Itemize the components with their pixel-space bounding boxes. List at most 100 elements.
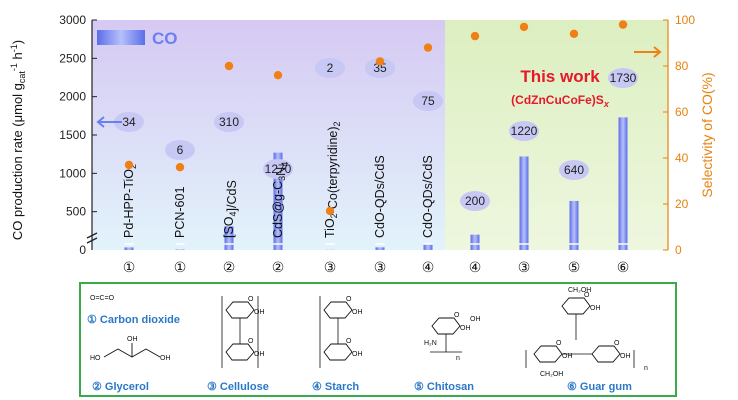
y-axis-label-right: Selectivity of CO(%) <box>699 72 715 197</box>
chitosan-ring <box>431 317 461 335</box>
bar-co <box>519 156 529 250</box>
bar-value-bubble <box>114 112 144 132</box>
chem-label: O <box>248 338 254 345</box>
starch-ring <box>323 301 353 319</box>
bar-co <box>375 247 385 250</box>
cellulose-bonds <box>221 296 259 368</box>
right-tick-label: 60 <box>675 105 689 119</box>
bar-value-label: 6 <box>177 143 184 157</box>
category-label: ② <box>223 260 236 276</box>
right-tick-label: 80 <box>675 59 689 73</box>
bar-value-label: 310 <box>219 115 239 129</box>
catalyst-label: CdO-QDs/CdS <box>373 155 387 238</box>
y-axis-label-left: CO production rate (μmol gcat-1 h-1) <box>9 40 27 240</box>
category-label: ⑥ <box>617 260 630 276</box>
chitosan-bonds <box>430 334 462 353</box>
chem-label: n <box>456 355 460 362</box>
annotation-this-work: This work <box>520 67 600 86</box>
catalyst-label: PCN-601 <box>173 187 187 238</box>
substrate-label: ① Carbon dioxide <box>87 314 180 326</box>
chem-label: O <box>346 338 352 345</box>
bar-value-bubble <box>365 58 395 78</box>
starch-bonds <box>319 296 339 368</box>
right-tick-label: 0 <box>675 243 682 257</box>
category-label: ③ <box>518 260 531 276</box>
chem-label: HO <box>90 355 101 362</box>
chem-label: OH <box>160 355 171 362</box>
catalyst-label: CdS@g-C3N4 <box>271 162 290 238</box>
chem-label: CH₂OH <box>540 371 563 378</box>
bar-value-label: 1220 <box>511 124 538 138</box>
bar-value-label: 34 <box>122 115 136 129</box>
selectivity-point <box>618 20 628 29</box>
chem-label: O <box>584 292 590 299</box>
substrate-label: ② Glycerol <box>92 381 149 393</box>
legend-label: CO <box>152 29 178 48</box>
axis-break <box>86 232 98 244</box>
chem-label: O <box>556 340 562 347</box>
selectivity-point <box>470 31 480 41</box>
bar-value-label: 1270 <box>265 162 292 176</box>
bar-value-bubble <box>413 91 443 111</box>
chem-label: n <box>644 365 648 372</box>
substrate-label: ⑤ Chitosan <box>414 381 474 393</box>
chem-label: OH <box>470 316 481 323</box>
bar-value-bubble <box>214 112 244 132</box>
bar-co <box>569 200 579 250</box>
catalyst-label: [SO4]/CdS <box>222 180 239 238</box>
selectivity-point <box>124 160 134 170</box>
bar-value-label: 75 <box>421 94 435 108</box>
bar-co <box>470 234 480 250</box>
left-tick-label: 500 <box>66 205 86 219</box>
category-label: ③ <box>374 260 387 276</box>
bar-value-bubble <box>460 191 490 211</box>
substrate-label: ③ Cellulose <box>207 381 269 393</box>
right-tick-label: 40 <box>675 151 689 165</box>
selectivity-point <box>569 29 579 38</box>
arrow-left-icon <box>96 116 122 128</box>
guar-bonds <box>525 314 635 368</box>
bar-value-bubble <box>608 68 638 88</box>
chem-label: OH <box>352 351 363 358</box>
catalyst-label: TiO2-Co(terpyridine)2 <box>323 121 342 238</box>
catalyst-label: Pd-HPP-TiO2 <box>122 164 138 238</box>
category-label: ③ <box>324 260 337 276</box>
bar-co <box>124 247 134 250</box>
left-tick-label: 2500 <box>59 51 86 65</box>
bar-value-label: 200 <box>465 194 485 208</box>
cellulose-ring <box>225 343 255 361</box>
bar-value-label: 1730 <box>610 71 637 85</box>
left-tick-label: 0 <box>79 243 86 257</box>
category-label: ⑤ <box>568 260 581 276</box>
chem-label: O <box>614 340 620 347</box>
bar-co <box>273 152 283 250</box>
substrate-label: ⑥ Guar gum <box>567 381 632 393</box>
bar-value-bubble <box>165 140 195 160</box>
chem-label: H₂N <box>424 340 437 347</box>
category-label: ② <box>272 260 285 276</box>
arrow-right-icon <box>634 46 662 58</box>
selectivity-point <box>175 163 185 172</box>
right-tick-label: 20 <box>675 197 689 211</box>
bar-value-label: 35 <box>373 61 387 75</box>
selectivity-point <box>273 71 283 80</box>
selectivity-point <box>423 43 433 52</box>
catalyst-label: CdO-QDs/CdS <box>421 155 435 238</box>
left-tick-label: 3000 <box>59 13 86 27</box>
bar-value-label: 2 <box>327 61 334 75</box>
chem-label: OH <box>254 351 265 358</box>
chem-label: O <box>248 296 254 303</box>
bar-value-label: 640 <box>564 163 584 177</box>
left-tick-label: 1500 <box>59 128 86 142</box>
chem-label: OH <box>352 309 363 316</box>
right-tick-label: 100 <box>675 13 695 27</box>
selectivity-point <box>375 57 385 66</box>
bar-value-bubble <box>509 121 539 141</box>
category-label: ④ <box>422 260 435 276</box>
category-label: ① <box>174 260 187 276</box>
chem-label: OH <box>620 353 631 360</box>
category-label: ① <box>123 260 136 276</box>
bar-co <box>618 117 628 250</box>
cellulose-ring <box>225 301 255 319</box>
